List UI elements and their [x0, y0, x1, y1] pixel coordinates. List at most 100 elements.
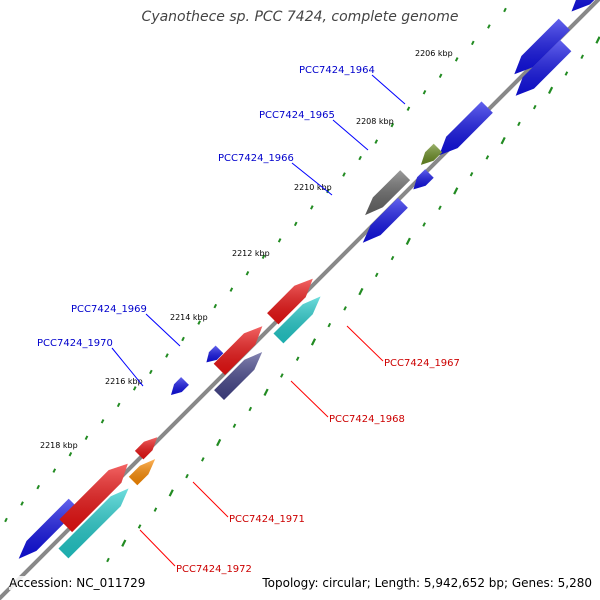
gene-arrow-shade — [413, 169, 434, 190]
map-title: Cyanothece sp. PCC 7424, complete genome — [141, 9, 459, 25]
gene-arrow-shade — [362, 197, 408, 243]
kbp-tick-label: 2210 kbp — [294, 183, 332, 192]
gene-arrow-pcc7424-1964-shade — [515, 40, 572, 96]
gene-arrow-pcc7424-1968-shade — [214, 352, 263, 400]
gene-label-leader — [371, 74, 406, 105]
inner-dot-track — [181, 336, 185, 342]
inner-dot-track — [197, 320, 201, 325]
inner-dot-track — [245, 270, 250, 276]
inner-dot-track — [149, 369, 153, 375]
outer-dot-track — [185, 473, 189, 479]
outer-dot-track — [310, 338, 317, 346]
gene-arrow-shade — [213, 326, 263, 375]
gene-label: PCC7424_1964 — [299, 65, 375, 76]
gene-label-leader — [290, 380, 329, 418]
inner-dot-track — [487, 24, 491, 29]
outer-dot-track — [405, 237, 411, 245]
gene-arrow-shade — [439, 101, 493, 156]
kbp-tick-label: 2212 kbp — [232, 249, 270, 258]
outer-dot-track — [580, 54, 584, 60]
inner-dot-track — [261, 254, 266, 260]
gene-label-leader — [145, 313, 181, 347]
outer-dot-track — [153, 507, 158, 512]
inner-dot-track — [358, 155, 362, 161]
gene-label: PCC7424_1966 — [218, 153, 294, 164]
outer-dot-track — [453, 187, 459, 195]
kbp-tick-label: 2208 kbp — [356, 117, 394, 126]
outer-dot-track — [232, 423, 237, 429]
outer-dot-track — [374, 272, 379, 278]
inner-dot-track — [213, 303, 218, 309]
inner-dot-track — [374, 139, 379, 144]
accession-label: Accession: NC_011729 — [9, 576, 146, 590]
gene-arrow-pcc7424-1971-shade — [128, 459, 156, 486]
inner-dot-track — [293, 221, 298, 227]
gene-arrow-shade — [18, 498, 79, 559]
outer-dot-track — [547, 86, 554, 95]
gene-label: PCC7424_1967 — [384, 358, 460, 369]
tick-layer: 2206 kbp 2208 kbp 2210 kbp 2212 kbp 2214 kbp… — [40, 49, 453, 450]
inner-dot-track — [4, 517, 8, 523]
outer-dot-track — [216, 438, 222, 447]
gene-label-leader — [332, 119, 369, 151]
outer-dot-track — [422, 222, 426, 227]
outer-dot-track — [201, 457, 205, 462]
feature-layer — [18, 0, 595, 559]
inner-dot-track — [390, 122, 395, 128]
kbp-tick-label: 2216 kbp — [105, 377, 143, 386]
outer-dot-track — [137, 524, 142, 529]
gene-arrow-shade — [273, 296, 321, 344]
inner-dot-track — [342, 172, 346, 177]
inner-dot-track — [454, 57, 459, 62]
inner-dot-track — [36, 484, 40, 490]
outer-dot-track — [168, 489, 174, 497]
inner-dot-track — [277, 238, 282, 243]
label-layer: PCC7424_1964PCC7424_1965PCC7424_1966PCC7… — [37, 65, 460, 575]
gene-arrow-pcc7424-1965-shade — [420, 143, 443, 165]
outer-dot-track — [390, 255, 395, 261]
kbp-tick-label: 2214 kbp — [170, 313, 208, 322]
gene-arrow-pcc7424-1966-shade — [365, 170, 411, 216]
inner-dot-track — [422, 90, 427, 95]
gene-label-leader — [291, 162, 333, 196]
inner-dot-track — [326, 188, 330, 194]
outer-dot-track — [343, 306, 347, 311]
genome-summary: Topology: circular; Length: 5,942,652 bp… — [262, 576, 592, 590]
outer-dot-track — [358, 287, 364, 296]
kbp-tick-label: 2206 kbp — [415, 49, 453, 58]
gene-label: PCC7424_1965 — [259, 110, 335, 121]
inner-dot-track — [229, 287, 234, 292]
outer-dot-track — [564, 71, 569, 76]
gene-arrow-pcc7424-1967-shade — [267, 278, 313, 325]
gene-label-leader — [346, 325, 384, 362]
gene-label-leader — [139, 529, 176, 567]
gene-arrow-shade — [58, 488, 129, 559]
gene-arrow-pcc7424-1969-shade — [206, 345, 224, 363]
gene-label-leader — [111, 347, 144, 387]
inner-dot-track — [503, 7, 507, 13]
inner-dot-track — [132, 386, 137, 391]
outer-dot-track — [469, 171, 474, 177]
outer-dot-track — [248, 406, 253, 412]
inner-dot-track — [165, 353, 169, 358]
inner-dot-track — [406, 106, 411, 111]
gene-arrow-shade — [514, 18, 570, 75]
gene-label: PCC7424_1972 — [176, 564, 252, 575]
outer-dot-track — [263, 388, 269, 396]
dot-tracks — [4, 7, 600, 563]
inner-dot-track — [310, 205, 314, 210]
gene-arrow-shade — [134, 437, 158, 460]
outer-dot-track — [500, 136, 506, 145]
outer-dot-track — [595, 36, 600, 44]
outer-dot-track — [517, 121, 521, 127]
inner-dot-track — [52, 468, 57, 473]
inner-dot-track — [471, 40, 475, 46]
gene-label: PCC7424_1969 — [71, 304, 147, 315]
outer-dot-track — [485, 155, 490, 160]
inner-dot-track — [20, 501, 24, 506]
gene-label: PCC7424_1968 — [329, 414, 405, 425]
outer-dot-track — [327, 322, 332, 328]
outer-dot-track — [532, 104, 537, 110]
